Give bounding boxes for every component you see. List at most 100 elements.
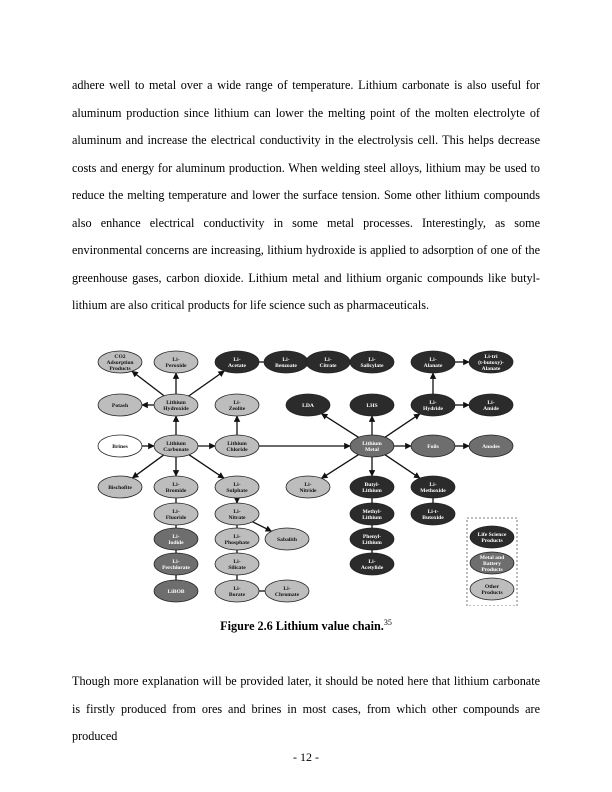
node-label-sabalith: Sabalith [277, 537, 298, 543]
node-label-chromate: Li- [283, 586, 290, 592]
node-label-nitride: Li- [304, 482, 311, 488]
node-label-hydroxide: Hydroxide [163, 406, 189, 412]
node-label-zeolite: Zeolite [229, 406, 246, 412]
node-label-citrate: Li- [324, 357, 331, 363]
edge-arrow-metal-methoxide [384, 454, 421, 479]
edge-arrow-metal-nitride [320, 454, 359, 479]
node-hydride: Li-Hydride [410, 393, 456, 417]
node-shape-acetate [214, 350, 260, 374]
node-shape-butyl [349, 475, 395, 499]
node-anodes: Anodes [468, 434, 514, 458]
node-label-nitrate: Nitrate [228, 515, 246, 521]
node-shape-salicylate [349, 350, 395, 374]
node-brines: Brines [97, 434, 143, 458]
caption-reference: 35 [383, 618, 392, 627]
node-label-alanate: Li- [429, 357, 436, 363]
node-shape-alanate [410, 350, 456, 374]
node-lda: LDA [285, 393, 331, 417]
node-label-nitride: Nitride [299, 488, 317, 494]
node-foils: Foils [410, 434, 456, 458]
node-nitride: Li-Nitride [285, 475, 331, 499]
node-shape-butoxide [410, 502, 456, 526]
node-zeolite: Li-Zeolite [214, 393, 260, 417]
body-paragraph-1: adhere well to metal over a wide range o… [72, 78, 540, 312]
node-salicylate: Li-Salicylate [349, 350, 395, 374]
node-label-foils: Foils [427, 444, 439, 450]
node-shape-foils [410, 434, 456, 458]
node-label-co2: CO2 [114, 354, 125, 360]
node-shape-chloride [214, 434, 260, 458]
diagram-nodes: CO2AdsorptionProductsLi-PeroxideLi-Aceta… [97, 350, 515, 603]
node-shape-fluoride [153, 502, 199, 526]
node-label-bromide: Li- [172, 482, 179, 488]
node-label-phosphate: Phosphate [225, 540, 250, 546]
node-label-benzoate: Benzoate [275, 363, 297, 369]
node-label-borate: Borate [229, 592, 246, 598]
edge-arrow-hydroxide-acetate [188, 370, 225, 397]
node-label-zeolite: Li- [233, 400, 240, 406]
node-nitrate: Li-Nitrate [214, 502, 260, 526]
node-tributoxy: Li-tri(t-butoxy)-Alanate [468, 350, 514, 374]
node-shape-brines [97, 434, 143, 458]
node-label-chloride: Lithium [227, 441, 247, 447]
node-shape-nitrate [214, 502, 260, 526]
node-chromate: Li-Chromate [264, 579, 310, 603]
node-label-leg-metal: Products [481, 567, 503, 573]
node-label-metal: Metal [365, 447, 379, 453]
node-label-butoxide: Li-t- [428, 509, 439, 515]
node-label-hydride: Hydride [423, 406, 443, 412]
node-label-chromate: Chromate [275, 592, 300, 598]
node-shape-co2 [97, 350, 143, 374]
node-label-butyl: Butyl- [365, 482, 380, 488]
node-shape-anodes [468, 434, 514, 458]
node-shape-borate [214, 579, 260, 603]
node-label-bromide: Bromide [166, 488, 187, 494]
node-shape-peroxide [153, 350, 199, 374]
node-label-sulphate: Sulphate [226, 488, 248, 494]
node-label-acetate: Acetate [228, 363, 247, 369]
node-label-acetylide: Li- [368, 559, 375, 565]
node-label-chloride: Chloride [226, 447, 248, 453]
node-label-methyl: Lithium [362, 515, 382, 521]
node-iodide: Li-Iodide [153, 527, 199, 551]
node-label-amide: Li- [487, 400, 494, 406]
node-label-methoxide: Li- [429, 482, 436, 488]
node-acetylide: Li-Acetylide [349, 552, 395, 576]
edge-arrow-metal-hydride [384, 413, 421, 438]
node-label-acetate: Li- [233, 357, 240, 363]
page-number: - 12 - [293, 750, 319, 764]
node-label-hydroxide: Lithium [166, 400, 186, 406]
node-label-borate: Li- [233, 586, 240, 592]
node-sabalith: Sabalith [264, 527, 310, 551]
node-label-silicate: Li- [233, 559, 240, 565]
node-label-libob: LiBOB [167, 589, 184, 595]
node-phosphate: Li-Phosphate [214, 527, 260, 551]
node-alanate: Li-Alanate [410, 350, 456, 374]
node-shape-perchlorate [153, 552, 199, 576]
node-borate: Li-Borate [214, 579, 260, 603]
node-shape-hydride [410, 393, 456, 417]
figure-caption: Figure 2.6 Lithium value chain.35 [0, 618, 612, 634]
node-phenyl: Phenyl-Lithium [349, 527, 395, 551]
node-bromide: Li-Bromide [153, 475, 199, 499]
node-label-leg-other: Products [481, 590, 503, 596]
node-shape-lda [285, 393, 331, 417]
node-butyl: Butyl-Lithium [349, 475, 395, 499]
node-shape-bromide [153, 475, 199, 499]
edge-arrow-metal-lda [320, 413, 359, 438]
node-silicate: Li-Silicate [214, 552, 260, 576]
node-fluoride: Li-Fluoride [153, 502, 199, 526]
node-shape-bischofite [97, 475, 143, 499]
node-label-silicate: Silicate [228, 565, 246, 571]
node-label-co2: Adsorption [106, 360, 134, 366]
node-shape-iodide [153, 527, 199, 551]
node-shape-methoxide [410, 475, 456, 499]
node-label-peroxide: Li- [172, 357, 179, 363]
node-shape-sulphate [214, 475, 260, 499]
node-label-amide: Amide [483, 406, 499, 412]
node-label-leg-metal: Battery [483, 561, 501, 567]
node-label-methoxide: Methoxide [420, 488, 446, 494]
